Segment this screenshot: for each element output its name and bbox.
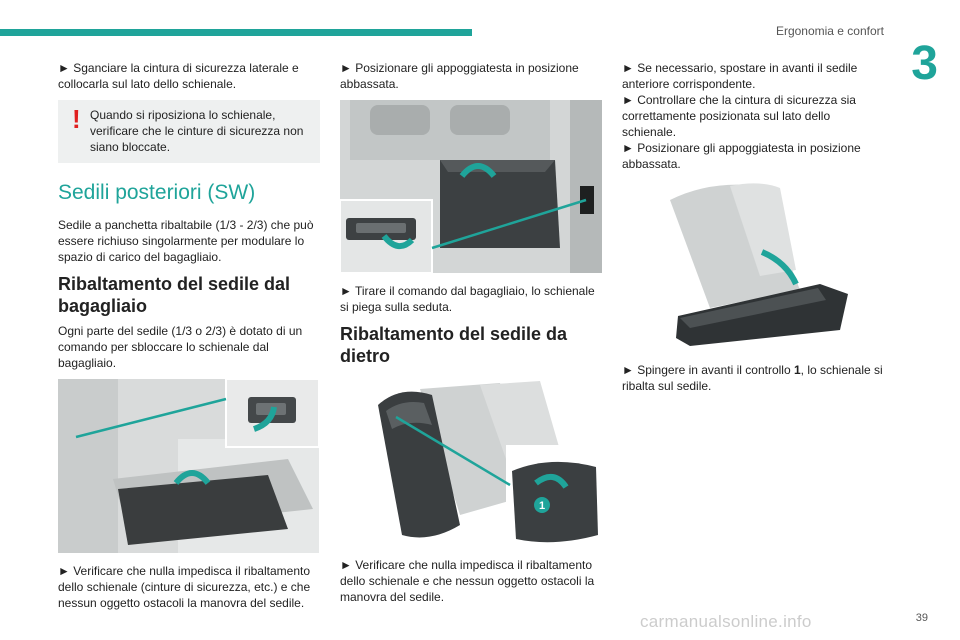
- instruction-text: ► Posizionare gli appoggiatesta in posiz…: [622, 141, 861, 171]
- subsection-title: Ribaltamento del sedile dal bagagliaio: [58, 274, 291, 316]
- instruction-text: ► Se necessario, spostare in avanti il s…: [622, 61, 858, 91]
- rear-fold-illustration: 1: [340, 375, 602, 547]
- column-3: ► Se necessario, spostare in avanti il s…: [622, 60, 884, 402]
- column-1: ► Sganciare la cintura di sicurezza late…: [58, 60, 320, 619]
- warning-note: ! Quando si riposiziona lo schienale, ve…: [58, 100, 320, 163]
- section-title: Sedili posteriori (SW): [58, 181, 256, 204]
- chapter-title: Ergonomia e confort: [775, 24, 884, 38]
- callout-label: 1: [539, 500, 545, 512]
- instruction-text: ► Posizionare gli appoggiatesta in posiz…: [340, 61, 579, 91]
- seat-folded-illustration: [650, 180, 850, 352]
- headrest-lower-illustration: [340, 100, 602, 273]
- watermark: carmanualsonline.info: [640, 612, 812, 631]
- chapter-number: 3: [911, 37, 938, 90]
- control-number: 1: [793, 363, 801, 377]
- column-2: ► Posizionare gli appoggiatesta in posiz…: [340, 60, 602, 613]
- subsection-title: Ribaltamento del sedile da dietro: [340, 324, 568, 366]
- trunk-fold-illustration: [58, 379, 319, 553]
- body-text: Sedile a panchetta ribaltabile (1/3 - 2/…: [58, 218, 314, 264]
- warning-text: Quando si riposiziona lo schienale, veri…: [90, 108, 304, 154]
- instruction-text: ► Verificare che nulla impedisca il riba…: [340, 558, 595, 604]
- instruction-text: ► Controllare che la cintura di sicurezz…: [622, 93, 856, 139]
- instruction-text: ► Tirare il comando dal bagagliaio, lo s…: [340, 284, 595, 314]
- page-number: 39: [915, 612, 928, 624]
- instruction-text: ► Spingere in avanti il controllo 1, lo …: [622, 363, 883, 393]
- header-accent-bar: [0, 29, 472, 36]
- body-text: Ogni parte del sedile (1/3 o 2/3) è dota…: [58, 324, 303, 370]
- warning-icon: !: [72, 104, 81, 134]
- instruction-text: ► Verificare che nulla impedisca il riba…: [58, 564, 311, 610]
- instruction-text: ► Sganciare la cintura di sicurezza late…: [58, 61, 299, 91]
